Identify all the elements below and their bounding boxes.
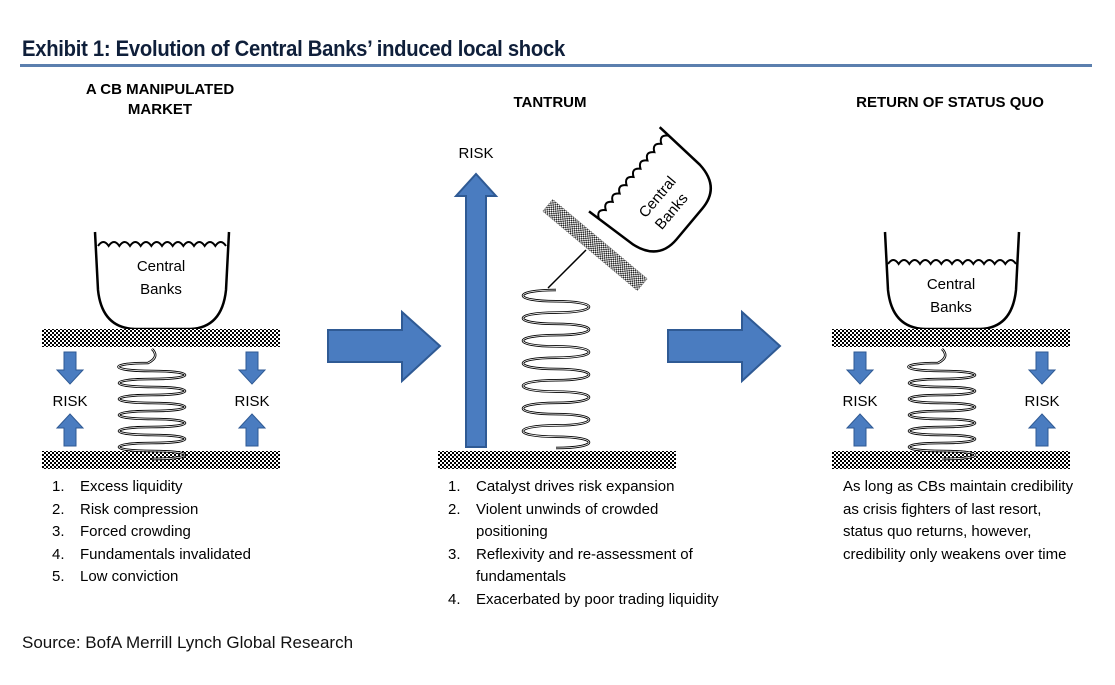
spring-coil (522, 289, 590, 449)
risk-arrows (845, 351, 1057, 447)
risk-label: RISK (458, 145, 493, 162)
spring-wire (547, 249, 587, 289)
bucket-label-line2: Banks (140, 281, 182, 298)
stage-1-list: 1.Excess liquidity 2.Risk compression 3.… (52, 476, 322, 589)
tilted-plate (542, 199, 648, 291)
top-plate (832, 329, 1070, 347)
stage-3-diagram: Central Banks RISK RISK (832, 231, 1070, 469)
spring-icon (907, 348, 977, 461)
stage-1-title-line1: A CB MANIPULATED (85, 81, 235, 98)
list-item: 4.Fundamentals invalidated (52, 545, 251, 563)
arrow-up-icon (1027, 413, 1057, 447)
spring-coil (118, 348, 186, 460)
bottom-plate (438, 451, 676, 469)
risk-label-left: RISK (52, 393, 87, 410)
list-item: 3.Reflexivity and re-assessment of funda… (448, 545, 693, 586)
spring-icon (521, 288, 591, 450)
exhibit-title: Exhibit 1: Evolution of Central Banks’ i… (22, 36, 565, 61)
flow-arrow-2 (667, 309, 782, 384)
risk-arrows (55, 351, 267, 447)
bucket-label-line1: Central (927, 276, 975, 293)
arrow-down-icon (55, 351, 85, 385)
arrow-down-icon (845, 351, 875, 385)
list-item: 1.Catalyst drives risk expansion (448, 478, 675, 495)
list-item: 2.Violent unwinds of crowded positioning (448, 500, 659, 541)
spring-coil (908, 348, 976, 460)
arrow-down-icon (237, 351, 267, 385)
stage-2-title: TANTRUM (513, 94, 587, 111)
tilted-bucket-icon: Central Banks (588, 126, 712, 253)
stage-3-title: RETURN OF STATUS QUO (856, 94, 1044, 111)
source-note: Source: BofA Merrill Lynch Global Resear… (22, 633, 354, 652)
arrow-up-icon (237, 413, 267, 447)
bucket-label-line2: Banks (930, 299, 972, 316)
flow-arrow-1 (327, 309, 442, 384)
list-item: 5.Low conviction (52, 568, 179, 585)
stage-2-list: 1.Catalyst drives risk expansion 2.Viole… (448, 476, 748, 611)
list-item: 3.Forced crowding (52, 523, 191, 540)
risk-label-right: RISK (1024, 393, 1059, 410)
risk-up-arrow (453, 172, 499, 448)
list-item: 1.Excess liquidity (52, 478, 183, 495)
stage-1-title: A CB MANIPULATED MARKET (40, 80, 280, 120)
list-item: 4.Exacerbated by poor trading liquidity (448, 590, 719, 608)
stage-1-diagram: Central Banks RISK RISK (42, 231, 280, 469)
title-rule (20, 64, 1092, 67)
risk-label-left: RISK (842, 393, 877, 410)
bucket-label-line1: Central (137, 258, 185, 275)
stage-1-title-line2: MARKET (127, 101, 193, 118)
top-plate (42, 329, 280, 347)
stage-3-description: As long as CBs maintain credibility as c… (843, 478, 1074, 563)
spring-icon (117, 348, 187, 461)
risk-label-right: RISK (234, 393, 269, 410)
list-item: 2.Risk compression (52, 500, 199, 518)
arrow-down-icon (1027, 351, 1057, 385)
arrow-up-icon (845, 413, 875, 447)
stage-2-diagram: RISK Central Banks (438, 126, 712, 469)
arrow-up-icon (55, 413, 85, 447)
